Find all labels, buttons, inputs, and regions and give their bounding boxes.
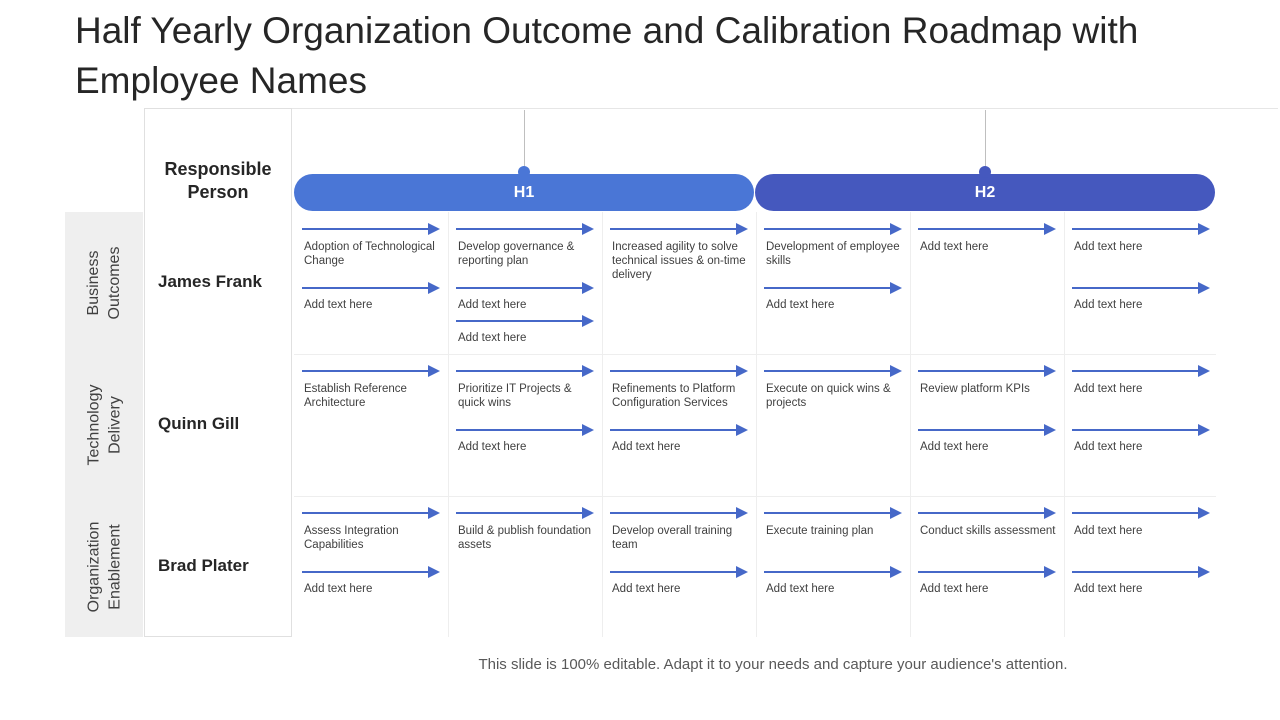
milestone-text: Add text here (1074, 525, 1143, 537)
milestone-text: Add text here (920, 583, 989, 595)
milestone-text: Execute training plan (766, 525, 874, 537)
milestone-text: Add text here (920, 441, 989, 453)
milestone-text: Add text here (304, 299, 373, 311)
milestone-text: Add text here (458, 441, 527, 453)
phase-marker-line (524, 110, 525, 170)
arrow-right-icon (918, 566, 1056, 578)
milestone-text: Conduct skills assessment (920, 525, 1056, 537)
phase-marker-dot (979, 166, 991, 178)
milestone-text: Adoption of Technological Change (304, 241, 435, 267)
arrow-right-icon (918, 424, 1056, 436)
arrow-right-icon (456, 315, 594, 327)
arrow-right-icon (764, 507, 902, 519)
milestone-text: Assess Integration Capabilities (304, 525, 399, 551)
arrow-right-icon (302, 282, 440, 294)
arrow-right-icon (764, 282, 902, 294)
arrow-right-icon (302, 365, 440, 377)
arrow-right-icon (918, 507, 1056, 519)
header-divider (144, 108, 1278, 109)
arrow-right-icon (1072, 223, 1210, 235)
responsible-person-name: Quinn Gill (158, 414, 240, 433)
column-divider (910, 212, 911, 637)
column-divider (1064, 212, 1065, 637)
milestone-text: Refinements to Platform Configuration Se… (612, 383, 736, 409)
milestone-text: Add text here (458, 299, 527, 311)
column-divider (448, 212, 449, 637)
arrow-right-icon (302, 223, 440, 235)
responsible-person-name: James Frank (158, 272, 262, 291)
arrow-right-icon (456, 282, 594, 294)
arrow-right-icon (610, 566, 748, 578)
arrow-right-icon (456, 507, 594, 519)
arrow-right-icon (1072, 424, 1210, 436)
arrow-right-icon (302, 507, 440, 519)
arrow-right-icon (764, 365, 902, 377)
arrow-right-icon (1072, 365, 1210, 377)
milestone-text: Add text here (458, 332, 527, 344)
arrow-right-icon (610, 365, 748, 377)
milestone-text: Add text here (1074, 383, 1143, 395)
arrow-right-icon (918, 223, 1056, 235)
milestone-text: Add text here (1074, 441, 1143, 453)
arrow-right-icon (456, 365, 594, 377)
milestone-text: Add text here (304, 583, 373, 595)
category-band (65, 212, 143, 637)
milestone-text: Review platform KPIs (920, 383, 1030, 395)
milestone-text: Prioritize IT Projects & quick wins (458, 383, 572, 409)
responsible-person-header: Responsible Person (164, 159, 272, 202)
arrow-right-icon (456, 223, 594, 235)
milestone-text: Execute on quick wins & projects (766, 383, 891, 409)
milestone-text: Add text here (1074, 241, 1143, 253)
arrow-right-icon (302, 566, 440, 578)
phase-pill-h1: H1 (294, 174, 754, 211)
category-label: Business Outcomes (65, 213, 143, 353)
phase-marker-dot (518, 166, 530, 178)
milestone-text: Increased agility to solve technical iss… (612, 241, 746, 281)
arrow-right-icon (764, 223, 902, 235)
milestone-text: Add text here (1074, 583, 1143, 595)
arrow-right-icon (764, 566, 902, 578)
milestone-text: Add text here (1074, 299, 1143, 311)
page-title: Half Yearly Organization Outcome and Cal… (75, 10, 1139, 101)
arrow-right-icon (456, 424, 594, 436)
phase-pill-h2: H2 (755, 174, 1215, 211)
responsible-person-name: Brad Plater (158, 556, 249, 575)
category-text: Technology Delivery (85, 384, 124, 466)
arrow-right-icon (1072, 507, 1210, 519)
arrow-right-icon (1072, 566, 1210, 578)
arrow-right-icon (610, 223, 748, 235)
milestone-text: Establish Reference Architecture (304, 383, 407, 409)
milestone-text: Add text here (612, 583, 681, 595)
arrow-right-icon (918, 365, 1056, 377)
responsible-person-column (144, 108, 292, 637)
row-divider (294, 496, 1216, 497)
category-label: Organization Enablement (65, 497, 143, 637)
category-text: Organization Enablement (85, 521, 123, 613)
phase-marker-line (985, 110, 986, 170)
milestone-text: Add text here (766, 583, 835, 595)
milestone-text: Add text here (612, 441, 681, 453)
arrow-right-icon (610, 507, 748, 519)
category-label: Technology Delivery (65, 355, 143, 495)
column-divider (756, 212, 757, 637)
milestone-text: Add text here (920, 241, 989, 253)
arrow-right-icon (1072, 282, 1210, 294)
milestone-text: Develop overall training team (612, 525, 733, 551)
column-divider (602, 212, 603, 637)
footer-note: This slide is 100% editable. Adapt it to… (478, 656, 1068, 673)
milestone-text: Add text here (766, 299, 835, 311)
milestone-text: Develop governance & reporting plan (458, 241, 575, 267)
milestone-text: Build & publish foundation assets (458, 525, 591, 551)
row-divider (294, 354, 1216, 355)
arrow-right-icon (610, 424, 748, 436)
category-text: Business Outcomes (85, 246, 123, 320)
milestone-text: Development of employee skills (766, 241, 900, 267)
